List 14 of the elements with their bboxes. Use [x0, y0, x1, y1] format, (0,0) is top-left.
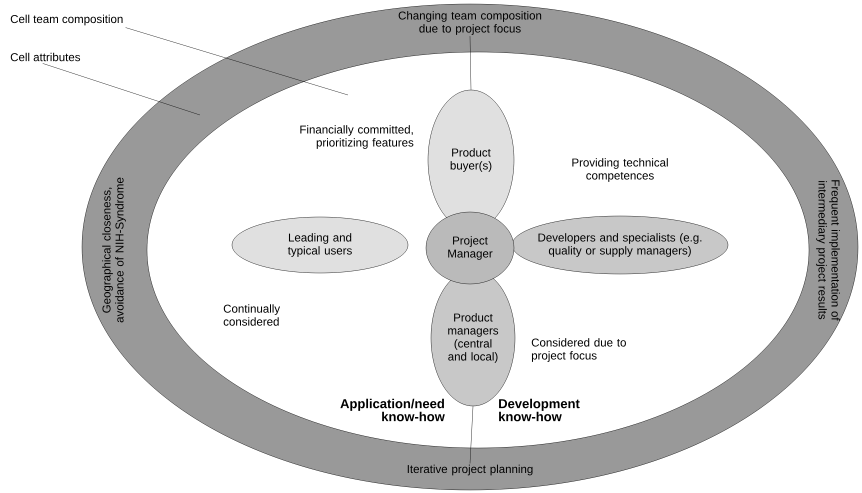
annotation-text: Financially committed, prioritizing features — [300, 125, 414, 149]
band-text: Iterative project planning — [408, 464, 533, 476]
leader-line — [42, 63, 200, 116]
band-text: Changing team composition due to project focus — [398, 11, 542, 35]
annotation-text: Considered due to project focus — [532, 338, 626, 362]
connector-line — [470, 36, 472, 90]
leader-line — [125, 27, 348, 96]
annotation-text: Continually considered — [224, 304, 280, 326]
callout-text: Cell team composition — [10, 14, 123, 26]
band-text: Geographical closeness, avoidance of NIH-Syndrome — [102, 178, 126, 322]
connector-line — [470, 406, 474, 464]
callout-text: Cell attributes — [10, 52, 80, 62]
band-text: Frequent implementation of intermediary project results — [816, 180, 840, 321]
annotation-text: Providing technical competences — [572, 158, 668, 182]
